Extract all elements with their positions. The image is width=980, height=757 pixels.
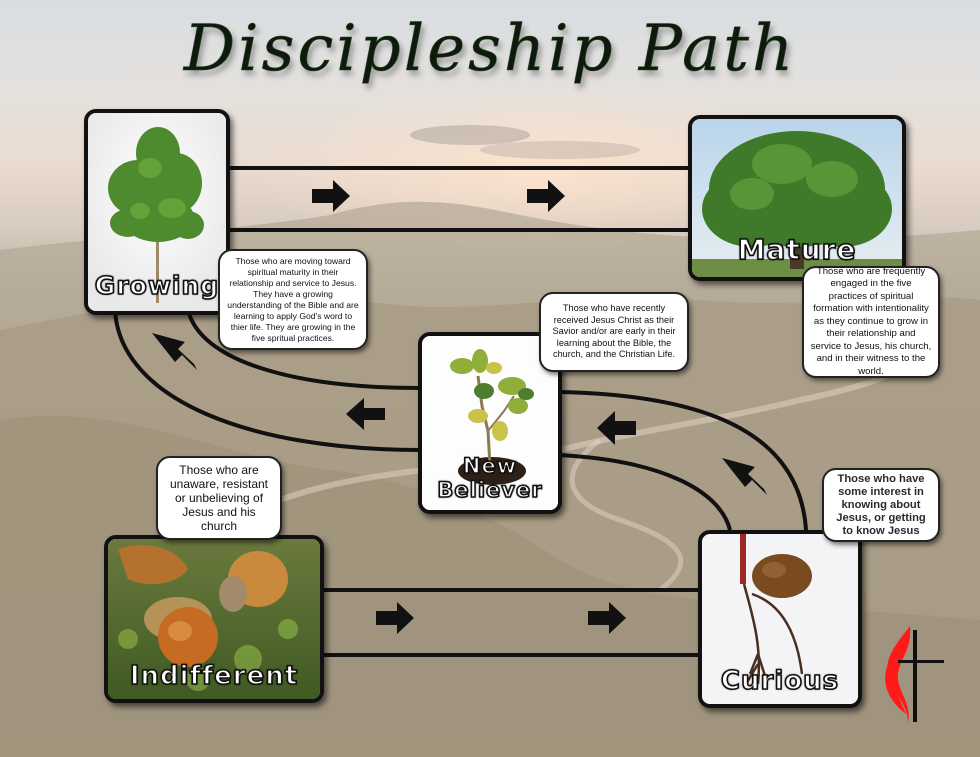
stage-card-new-believer[interactable]: New Believer xyxy=(418,332,562,514)
young-tree-image xyxy=(88,113,226,311)
stage-label-indifferent: Indifferent xyxy=(129,660,299,692)
description-indifferent: Those who are unaware, resistant or unbe… xyxy=(156,456,282,540)
description-growing: Those who are moving toward spiritual ma… xyxy=(218,249,368,350)
cross-and-flame-icon xyxy=(885,626,944,722)
acorns-on-moss-image xyxy=(108,539,320,699)
oak-sapling-image xyxy=(422,336,558,510)
description-new-believer: Those who have recently received Jesus C… xyxy=(539,292,689,372)
stage-label-believer: Believer xyxy=(437,477,543,503)
stage-label-new: New xyxy=(462,453,518,479)
page-title: Discipleship Path xyxy=(183,12,797,87)
large-oak-tree-image xyxy=(692,119,902,277)
stage-label-mature: Mature xyxy=(737,232,857,267)
description-curious: Those who have some interest in knowing … xyxy=(822,468,940,542)
stage-label-curious: Curious xyxy=(720,665,840,697)
stage-card-mature[interactable]: Mature xyxy=(688,115,906,281)
stage-card-growing[interactable]: Growing xyxy=(84,109,230,315)
stage-card-indifferent[interactable]: Indifferent xyxy=(104,535,324,703)
stage-label-growing: Growing xyxy=(94,270,220,301)
sprouting-acorn-image xyxy=(702,534,858,704)
description-mature: Those who are frequently engaged in the … xyxy=(802,266,940,378)
stage-card-curious[interactable]: Curious xyxy=(698,530,862,708)
